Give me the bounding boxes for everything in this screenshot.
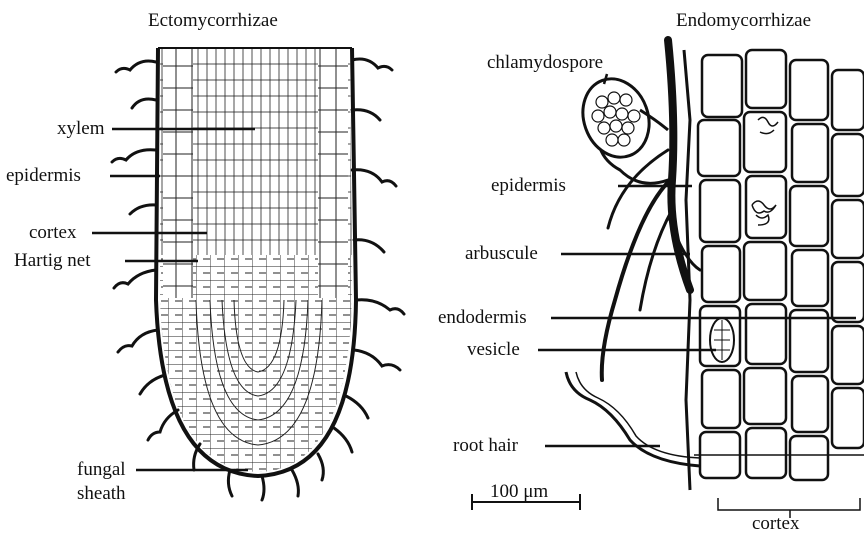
vesicle-label: vesicle [467,339,520,361]
root-hair-label: root hair [453,435,518,457]
endo-root-section-icon [472,40,864,518]
chlamydospore-label: chlamydospore [487,52,603,74]
ecto-cortex-label: cortex [29,222,76,244]
fungal-sheath-label-line1: fungal [77,459,126,481]
endo-epidermis-label: epidermis [491,175,566,197]
hartig-net-label: Hartig net [14,250,91,272]
fungal-sheath-label-line2: sheath [77,483,126,505]
ecto-title: Ectomycorrhizae [148,10,278,32]
arbuscule-label: arbuscule [465,243,538,265]
ecto-root-tip-icon [92,40,404,500]
ecto-epidermis-label: epidermis [6,165,81,187]
endo-title: Endomycorrhizae [676,10,811,32]
xylem-label: xylem [57,118,105,140]
endo-cortex-label: cortex [752,513,799,535]
scale-bar-label: 100 μm [490,481,548,503]
endodermis-label: endodermis [438,307,527,329]
